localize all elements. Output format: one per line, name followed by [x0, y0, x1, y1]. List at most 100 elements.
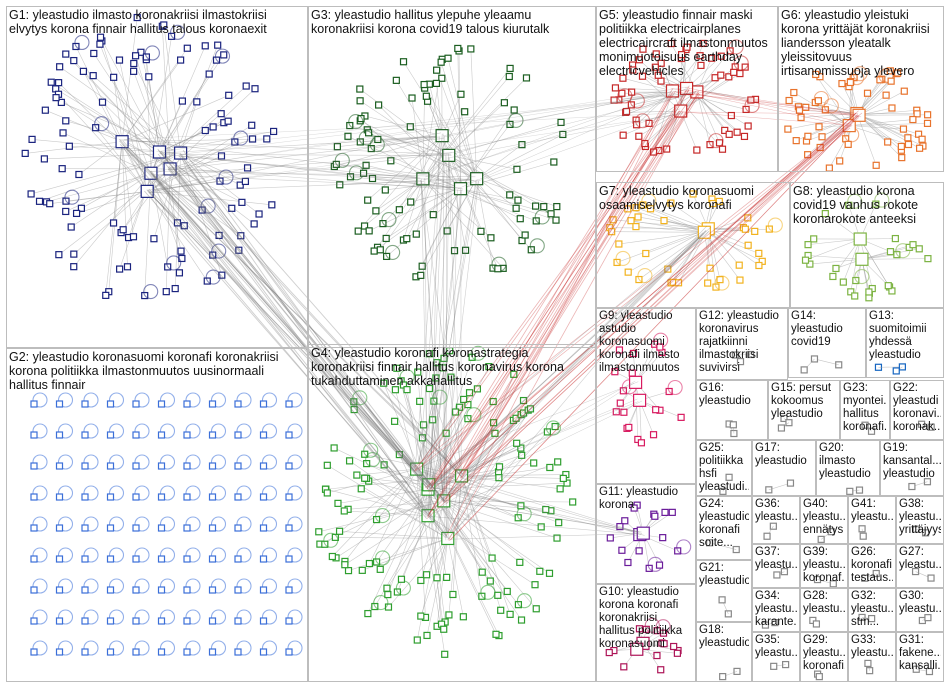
- inter-group-edge: [160, 151, 463, 189]
- edge: [461, 475, 493, 559]
- self-loop: [261, 423, 278, 439]
- edge: [150, 85, 247, 174]
- node: [425, 350, 434, 358]
- edge: [163, 24, 181, 154]
- self-loop: [83, 609, 99, 625]
- inter-group-edge: [167, 168, 415, 472]
- inter-group-edge: [459, 93, 701, 479]
- inter-group-edge: [157, 148, 446, 503]
- group-label: G26: koronafi testaus...: [851, 546, 893, 584]
- group-box-g5: G5: yleastudio finnair maski politiikka …: [596, 6, 778, 172]
- group-label: G39: yleastu... koronaf...: [803, 546, 845, 584]
- node: [234, 617, 242, 625]
- node: [747, 96, 755, 104]
- node: [70, 263, 78, 271]
- node: [884, 138, 892, 146]
- node: [106, 555, 115, 563]
- self-loop: [159, 423, 176, 439]
- inter-group-edge: [148, 188, 431, 486]
- self-loop: [185, 640, 201, 656]
- node: [422, 92, 430, 100]
- node: [569, 498, 577, 506]
- node: [28, 135, 36, 143]
- edge: [353, 409, 417, 470]
- node: [804, 151, 812, 159]
- group-box-g38: G38: yleastu... yrittäjyys...: [896, 496, 944, 544]
- node: [157, 524, 166, 532]
- inter-group-edge: [168, 93, 676, 169]
- node: [494, 265, 502, 273]
- hub-node: [174, 146, 188, 160]
- self-loop: [94, 116, 110, 132]
- edge: [426, 538, 449, 636]
- node: [551, 422, 559, 431]
- node: [924, 111, 932, 119]
- edge: [147, 180, 221, 192]
- inter-group-edge: [424, 177, 428, 490]
- inter-group-edge: [418, 154, 447, 468]
- node: [106, 493, 115, 501]
- self-loop: [205, 269, 221, 285]
- inter-group-edge: [442, 91, 672, 138]
- edge: [113, 77, 123, 142]
- edge: [83, 71, 148, 192]
- node: [259, 648, 268, 656]
- self-loop: [166, 255, 182, 271]
- edge: [364, 178, 424, 227]
- inter-group-edge: [122, 140, 428, 486]
- edge: [432, 419, 445, 501]
- node: [315, 528, 323, 536]
- node: [395, 206, 403, 214]
- node: [559, 130, 567, 139]
- node: [285, 555, 293, 563]
- self-loop: [236, 547, 252, 563]
- group-label: G22: yleastudi koronavi... koronak...: [893, 382, 941, 433]
- self-loop: [108, 609, 125, 625]
- node: [751, 227, 759, 236]
- node: [183, 462, 191, 470]
- self-loop: [233, 130, 249, 146]
- self-loop: [385, 244, 401, 260]
- node: [784, 125, 792, 133]
- edge: [368, 480, 444, 502]
- edge: [639, 400, 642, 443]
- node: [132, 462, 140, 470]
- edge: [73, 168, 171, 255]
- group-box-g14: G14: yleastudio covid19: [788, 308, 866, 378]
- edge: [337, 135, 443, 147]
- node: [563, 479, 571, 487]
- inter-group-edge: [429, 516, 642, 535]
- node: [846, 78, 854, 87]
- group-box-g15: G15: persut kokoomus yleastudio: [768, 380, 840, 440]
- edge: [635, 382, 639, 440]
- node: [516, 215, 524, 223]
- edge: [339, 530, 448, 539]
- node: [208, 555, 217, 563]
- node: [177, 247, 185, 255]
- node: [437, 58, 445, 66]
- edge: [815, 74, 850, 126]
- hub-node: [674, 104, 688, 118]
- node: [630, 504, 638, 512]
- edge: [69, 145, 160, 153]
- edge: [427, 515, 536, 585]
- self-loop: [57, 547, 74, 563]
- node: [521, 231, 529, 239]
- edge: [318, 500, 444, 533]
- self-loop: [108, 578, 125, 594]
- node: [62, 50, 70, 58]
- self-loop: [210, 423, 227, 439]
- node: [55, 251, 63, 259]
- inter-group-edge: [414, 133, 443, 468]
- node: [132, 648, 140, 656]
- edge: [339, 178, 477, 186]
- node: [649, 431, 658, 439]
- node: [285, 493, 293, 501]
- edge: [386, 188, 461, 239]
- node: [133, 13, 141, 22]
- hub-node: [421, 509, 435, 523]
- group-box-g1: G1: yleastudio ilmasto koronakriisi ilma…: [6, 6, 308, 348]
- self-loop: [32, 516, 48, 532]
- edge: [382, 155, 449, 224]
- self-loop: [159, 392, 176, 408]
